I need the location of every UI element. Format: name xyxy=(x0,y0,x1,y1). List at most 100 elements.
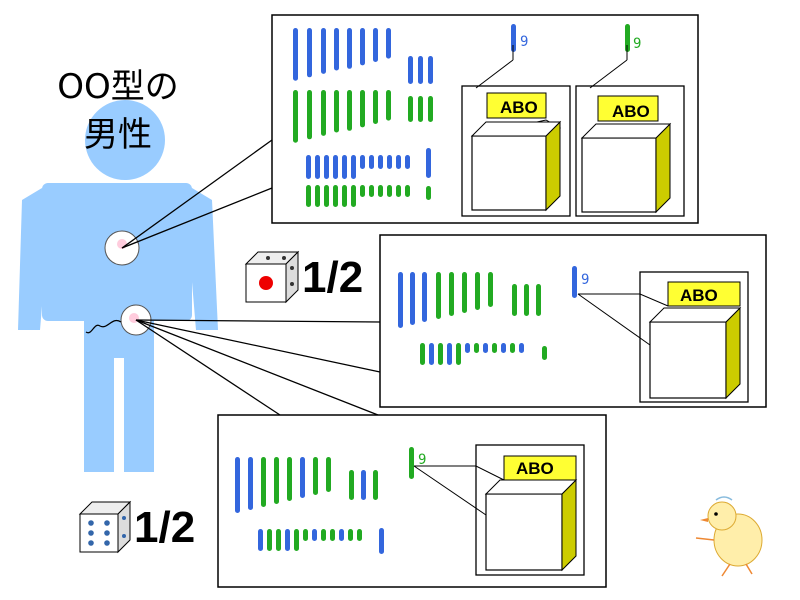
body-silhouette-icon xyxy=(18,100,218,472)
chromosome xyxy=(334,90,339,133)
chromosome xyxy=(428,96,433,122)
chromosome xyxy=(483,343,488,353)
chromosome xyxy=(475,272,480,310)
chromosome xyxy=(324,155,329,179)
chromosome xyxy=(373,28,378,62)
chromosome xyxy=(465,343,470,353)
chromosome xyxy=(429,343,434,365)
chromosome xyxy=(261,457,266,507)
chromosome xyxy=(307,28,312,78)
chromosome xyxy=(360,155,365,169)
chromosome xyxy=(248,457,253,510)
chromosome xyxy=(447,343,452,365)
chromosome xyxy=(326,457,331,492)
chromosome xyxy=(373,90,378,124)
chromosome xyxy=(510,343,515,353)
chromosome xyxy=(334,28,339,71)
chromosome xyxy=(321,28,326,74)
chromosome xyxy=(321,529,326,541)
chromosome xyxy=(313,457,318,495)
abo-label: ABO xyxy=(680,286,718,305)
chromosome xyxy=(418,96,423,122)
chromosome xyxy=(294,529,299,551)
chromosome xyxy=(378,155,383,169)
chromosome xyxy=(428,56,433,84)
chromosome xyxy=(351,155,356,179)
chromosome xyxy=(347,90,352,131)
chromosome xyxy=(293,28,298,81)
chromosome xyxy=(488,272,493,307)
chr9-label: 9 xyxy=(633,36,641,52)
chromosome xyxy=(379,528,384,554)
chromosome xyxy=(387,185,392,197)
chr9-label: 9 xyxy=(520,34,528,50)
chromosome xyxy=(422,272,427,322)
chromosome xyxy=(333,155,338,179)
chromosome xyxy=(349,470,354,500)
chromosome xyxy=(373,470,378,500)
chromosome xyxy=(300,457,305,498)
chromosome xyxy=(418,56,423,84)
chromosome xyxy=(303,529,308,541)
chromosome xyxy=(474,343,479,353)
karyotype-sperm-2 xyxy=(235,457,384,554)
chromosome xyxy=(276,529,281,551)
chromosome xyxy=(420,343,425,365)
abo-box-4: ABO xyxy=(413,444,585,576)
karyotype-sperm-1 xyxy=(398,272,547,365)
chromosome xyxy=(342,185,347,207)
chromosome xyxy=(396,185,401,197)
abo-box-2: ABO xyxy=(575,45,685,217)
title-line-1: OO型の xyxy=(57,67,179,107)
chromosome xyxy=(405,155,410,169)
chromosome xyxy=(315,185,320,207)
chromosome xyxy=(492,343,497,353)
chromosome xyxy=(267,529,272,551)
chr9-label: 9 xyxy=(418,452,426,468)
chromosome xyxy=(351,185,356,207)
abo-label: ABO xyxy=(612,102,650,121)
chromosome xyxy=(408,96,413,122)
chr9-chromosome xyxy=(409,447,414,479)
chromosome xyxy=(438,343,443,365)
chromosome xyxy=(360,185,365,197)
chromosome xyxy=(324,185,329,207)
chromosome xyxy=(306,185,311,207)
chromosome xyxy=(398,272,403,328)
chromosome xyxy=(360,90,365,128)
die-six-icon xyxy=(78,500,132,554)
chromosome xyxy=(293,90,298,143)
chromosome xyxy=(462,272,467,313)
chromosome xyxy=(307,90,312,140)
callout-lines xyxy=(121,139,381,416)
chromosome xyxy=(519,343,524,353)
chromosome xyxy=(360,28,365,66)
chick-icon xyxy=(695,496,763,577)
chromosome xyxy=(426,148,431,178)
chromosome xyxy=(369,155,374,169)
chromosome xyxy=(339,529,344,541)
chromosome xyxy=(386,90,391,121)
chromosome xyxy=(258,529,263,551)
karyotype-somatic xyxy=(293,28,433,207)
chromosome xyxy=(357,529,362,541)
chromosome xyxy=(369,185,374,197)
chromosome xyxy=(456,343,461,365)
chromosome xyxy=(426,186,431,200)
chromosome xyxy=(315,155,320,179)
chromosome xyxy=(361,470,366,500)
chr9-chromosome xyxy=(572,266,577,298)
chromosome xyxy=(436,272,441,319)
chromosome xyxy=(536,284,541,316)
chromosome xyxy=(321,90,326,136)
chromosome xyxy=(408,56,413,84)
abo-label: ABO xyxy=(516,459,554,478)
chromosome xyxy=(512,284,517,316)
chromosome xyxy=(342,155,347,179)
chromosome xyxy=(235,457,240,513)
abo-box-1: ABO xyxy=(461,45,571,217)
chromosome xyxy=(501,343,506,353)
chromosome xyxy=(330,529,335,541)
chromosome xyxy=(312,529,317,541)
chromosome xyxy=(387,155,392,169)
